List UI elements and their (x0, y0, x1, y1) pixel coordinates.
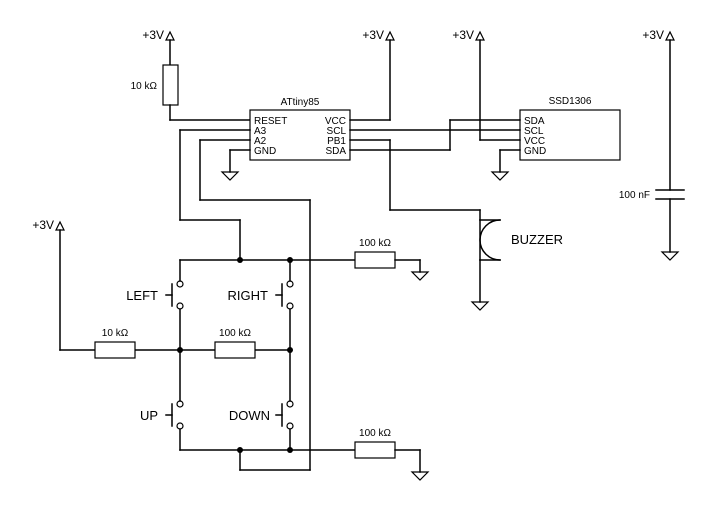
power-label: +3V (642, 28, 664, 42)
mcu-pin-sda: SDA (325, 146, 346, 157)
resistor-bottom: 100 kΩ (354, 428, 430, 481)
power-label: +3V (362, 28, 384, 42)
buzzer: BUZZER (349, 139, 563, 311)
resistor-mid: 100 kΩ (214, 328, 256, 359)
capacitor: 100 nF (619, 189, 685, 261)
button-label-right: RIGHT (228, 288, 269, 303)
button-label-down: DOWN (229, 408, 270, 423)
button-label-up: UP (140, 408, 158, 423)
mcu-pin-a3: A3 (254, 126, 267, 137)
display-ssd1306: SSD1306 SDA SCL VCC GND (519, 96, 621, 161)
resistor-reset: 10 kΩ (131, 64, 251, 121)
resistor-label: 100 kΩ (359, 428, 391, 439)
resistor-top: 100 kΩ (354, 238, 430, 281)
power-label: +3V (452, 28, 474, 42)
button-left: LEFT (126, 259, 184, 351)
capacitor-label: 100 nF (619, 190, 650, 201)
mcu-attiny85: ATtiny85 RESET A3 A2 GND VCC SCL PB1 SDA (249, 97, 351, 161)
power-label: +3V (142, 28, 164, 42)
display-name: SSD1306 (549, 96, 592, 107)
resistor-left: 10 kΩ (94, 328, 136, 359)
power-label: +3V (32, 218, 54, 232)
display-pin-vcc: VCC (524, 136, 545, 147)
resistor-label: 100 kΩ (359, 238, 391, 249)
mcu-pin-gnd: GND (254, 146, 276, 157)
display-pin-scl: SCL (524, 126, 544, 137)
display-pin-gnd: GND (524, 146, 546, 157)
resistor-label: 10 kΩ (102, 328, 129, 339)
mcu-name: ATtiny85 (281, 97, 320, 108)
ground-display (490, 149, 521, 181)
mcu-pin-vcc: VCC (325, 116, 346, 127)
resistor-label: 10 kΩ (131, 81, 158, 92)
power-symbol-buttons: +3V (32, 218, 65, 351)
mcu-pin-reset: RESET (254, 116, 287, 127)
wire-i2c (349, 119, 521, 151)
resistor-label: 100 kΩ (219, 328, 251, 339)
button-right: RIGHT (228, 259, 294, 351)
power-symbol-capacitor: +3V (642, 28, 675, 191)
wire-a3 (179, 129, 251, 261)
ground-mcu (220, 149, 251, 181)
power-symbol-mcu-vcc: +3V (362, 28, 395, 121)
display-pin-sda: SDA (524, 116, 545, 127)
buzzer-label: BUZZER (511, 232, 563, 247)
wire-a2 (199, 139, 311, 471)
button-down: DOWN (229, 349, 294, 451)
mcu-pin-a2: A2 (254, 136, 267, 147)
power-symbol-display-vcc: +3V (452, 28, 485, 141)
junction-dots (177, 257, 293, 453)
mcu-pin-scl: SCL (327, 126, 347, 137)
button-label-left: LEFT (126, 288, 158, 303)
mcu-pin-pb1: PB1 (327, 136, 346, 147)
power-symbol-reset: +3V (142, 28, 175, 66)
button-up: UP (140, 349, 184, 451)
